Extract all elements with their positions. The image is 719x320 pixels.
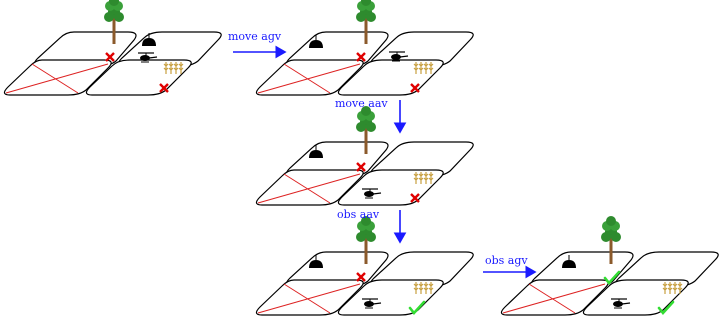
label-obs-agv: obs agv bbox=[485, 254, 528, 267]
label-move-aav: move aav bbox=[335, 97, 388, 110]
state-panel-1 bbox=[3, 0, 222, 96]
state-panel-3 bbox=[255, 106, 474, 206]
state-panel-2 bbox=[255, 0, 474, 96]
label-obs-aav: obs aav bbox=[337, 208, 380, 221]
state-panel-4 bbox=[255, 216, 474, 316]
label-move-agv: move agv bbox=[228, 30, 282, 43]
state-panel-5 bbox=[500, 216, 719, 316]
